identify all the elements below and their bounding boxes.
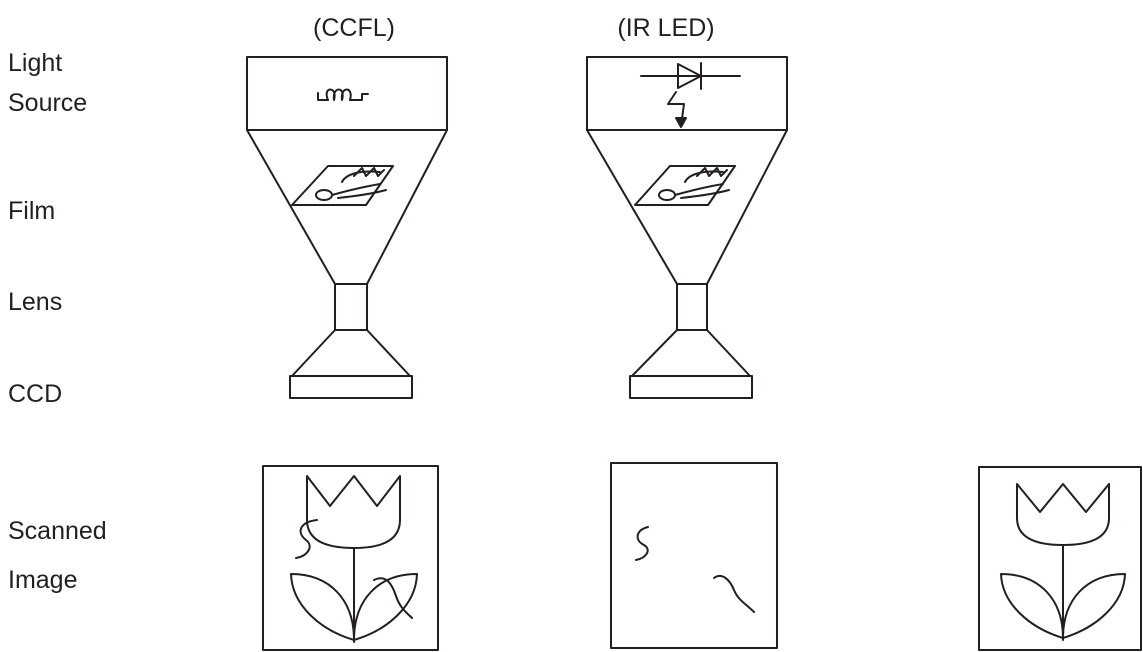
ir-led-cone-right — [706, 129, 788, 285]
ccfl-lower-cone-left — [291, 329, 336, 377]
film-label: Film — [8, 197, 56, 225]
ccfl-cone-left — [246, 129, 336, 285]
ccd-label: CCD — [8, 380, 63, 408]
ccfl-scratch-mark — [373, 577, 413, 619]
ccfl-dust-mark — [295, 519, 318, 559]
scanned-image-label-line1: Scanned — [8, 517, 107, 545]
clean-tulip-leaf-right — [1062, 573, 1126, 639]
scanned-image-label-line2: Image — [8, 566, 78, 594]
clean-tulip-leaf-left — [1000, 573, 1064, 639]
ir-led-scanned-image — [610, 462, 778, 649]
ccfl-film-slide — [291, 165, 394, 206]
ir-led-lower-cone-right — [706, 329, 751, 377]
ccfl-tulip-leaf-right — [353, 573, 418, 641]
ccfl-light-source-box — [246, 56, 448, 131]
ir-led-cone-left — [586, 129, 678, 285]
light-source-label-line2: Source — [8, 89, 88, 117]
ir-led-header: (IR LED) — [617, 14, 715, 42]
ccfl-scanner-path — [246, 56, 448, 399]
ccfl-scanned-image — [262, 465, 439, 651]
ir-led-diode-icon — [640, 62, 741, 128]
light-source-label-line1: Light — [8, 49, 63, 77]
corrected-scanned-image — [978, 466, 1142, 651]
ir-led-lower-cone-left — [631, 329, 678, 377]
ccfl-cone-right — [366, 129, 448, 285]
ir-led-lens — [676, 283, 708, 331]
ir-led-scanner-path — [586, 56, 788, 399]
ccfl-tulip-leaf-left — [290, 573, 355, 641]
lens-label: Lens — [8, 288, 63, 316]
ir-led-light-source-box — [586, 56, 788, 131]
ccfl-tulip-flower — [306, 475, 401, 549]
ccfl-lens — [334, 283, 368, 331]
clean-tulip-flower — [1016, 483, 1110, 546]
ir-dust-mark — [635, 526, 649, 561]
ccfl-lamp-icon — [317, 88, 369, 101]
ccfl-lower-cone-right — [366, 329, 411, 377]
ir-led-ccd — [629, 375, 753, 399]
ir-led-film-slide — [634, 165, 736, 206]
ir-scratch-mark — [713, 574, 755, 613]
ccfl-ccd — [289, 375, 413, 399]
ccfl-header: (CCFL) — [313, 14, 395, 42]
